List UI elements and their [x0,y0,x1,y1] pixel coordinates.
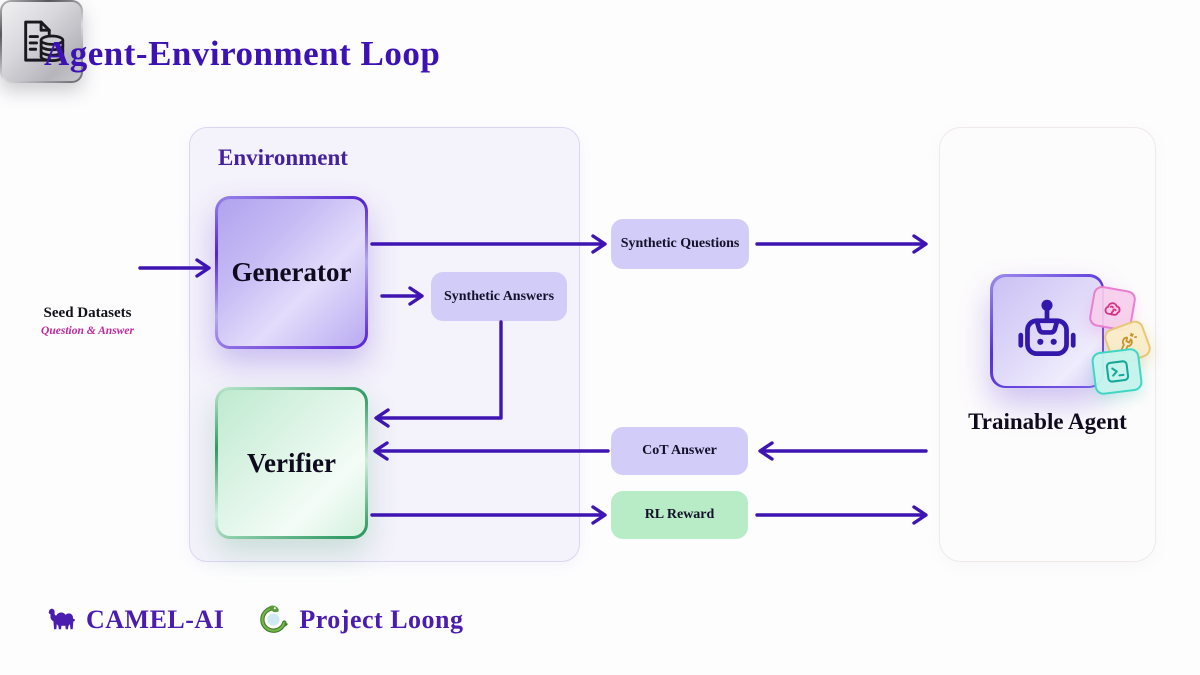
robot-icon [1018,299,1076,356]
cot-answer-box: CoT Answer [611,427,748,475]
verifier-label: Verifier [247,447,336,478]
rl-reward-box: RL Reward [611,491,748,539]
environment-label: Environment [218,145,348,170]
synthetic-answers-label: Synthetic Answers [443,288,555,304]
seed-datasets-caption: Seed Datasets Question & Answer [20,305,155,337]
seed-datasets-node [0,0,83,83]
robot-node [990,274,1104,388]
page-title: Agent-Environment Loop [44,34,441,73]
brain-icon [1104,301,1121,316]
verifier-node: Verifier [215,387,368,539]
synthetic-answers-box: Synthetic Answers [431,272,567,321]
footer-logos: CAMEL-AI Project Loong [44,604,464,635]
seed-datasets-sublabel: Question & Answer [41,325,134,337]
generator-label: Generator [231,257,352,287]
terminal-icon [1105,360,1129,383]
camel-ai-label: CAMEL-AI [86,604,225,634]
camel-icon [48,608,75,629]
dragon-icon [260,605,289,633]
document-database-icon [23,20,64,62]
seed-datasets-label: Seed Datasets [43,305,132,321]
trainable-agent-label: Trainable Agent [968,409,1127,434]
rl-reward-label: RL Reward [644,507,715,522]
cot-answer-label: CoT Answer [642,443,717,458]
project-loong-label: Project Loong [299,604,464,634]
terminal-badge [1090,347,1144,396]
brain-badge [1087,284,1138,333]
trainable-agent-panel: Trainable Agent [939,127,1156,562]
generator-node: Generator [215,196,368,349]
synthetic-questions-box: Synthetic Questions [611,219,749,269]
environment-panel: Environment Generator Verifier [189,127,580,562]
synthetic-questions-label: Synthetic Questions [620,236,740,251]
